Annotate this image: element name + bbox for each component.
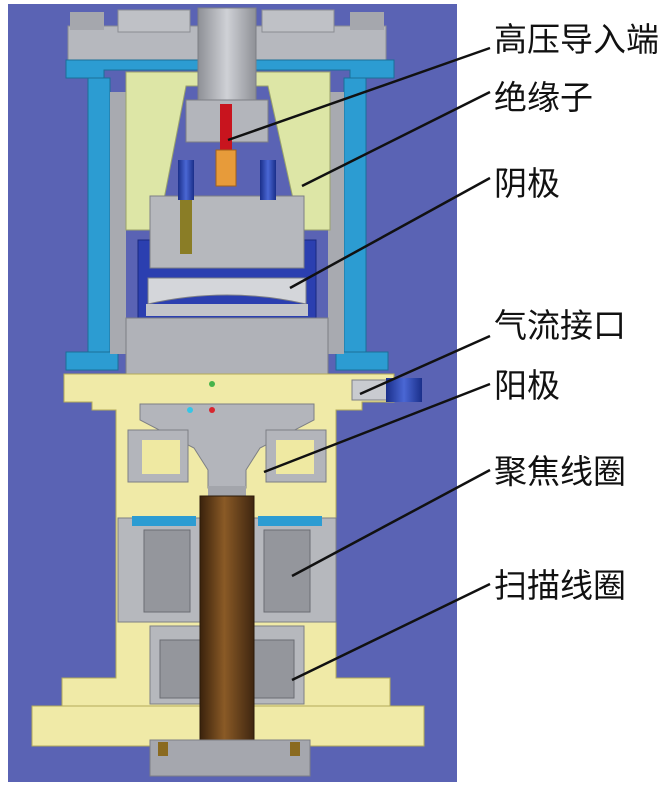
- bottom-cap: [149, 739, 311, 777]
- top-flange-right-block: [261, 9, 335, 33]
- focus-coil-left-top: [132, 516, 196, 526]
- hv-stem: [197, 7, 257, 113]
- focus-coil-left-winding: [143, 529, 191, 613]
- cathode-body: [149, 195, 305, 269]
- leader-line-hv: [227, 46, 491, 142]
- blue-housing-left-wall: [87, 77, 111, 361]
- right-connector: [260, 160, 276, 200]
- blue-housing-right-wall: [343, 77, 367, 361]
- anode-right-block-hole: [276, 440, 314, 474]
- label-scan-coil: 扫描线圈: [494, 566, 626, 605]
- bottom-cap-left-bolt: [158, 742, 168, 756]
- marker-green: [209, 381, 215, 387]
- inner-liner-right: [328, 92, 344, 354]
- label-anode: 阳极: [494, 366, 560, 405]
- top-flange-left-tab: [70, 12, 104, 30]
- leader-lines: [227, 46, 491, 682]
- anode-left-block-hole: [142, 440, 180, 474]
- lower-cathode-chamber: [125, 317, 329, 381]
- leader-line-anode: [263, 382, 491, 474]
- label-focus-coil: 聚焦线圈: [494, 452, 626, 491]
- label-hv-feedthrough: 高压导入端: [494, 20, 659, 59]
- leader-line-cathode: [289, 176, 491, 290]
- scan-coil-right-winding: [253, 639, 295, 699]
- left-connector: [178, 160, 194, 200]
- gas-port-tube: [386, 378, 422, 402]
- blue-housing-right-base: [335, 351, 389, 371]
- marker-cyan: [187, 407, 193, 413]
- cathode-emitter: [147, 277, 307, 305]
- label-insulator: 绝缘子: [494, 78, 593, 117]
- label-gas-port: 气流接口: [494, 306, 626, 345]
- focus-coil-right-top: [258, 516, 322, 526]
- leader-line-gas-port: [359, 334, 491, 396]
- marker-red: [209, 407, 215, 413]
- inner-liner-left: [110, 92, 126, 354]
- bottom-cap-right-bolt: [290, 742, 300, 756]
- green-insulator: [125, 71, 331, 231]
- leader-line-insulator: [301, 90, 491, 188]
- top-flange-right-tab: [350, 12, 384, 30]
- top-flange-left-block: [117, 9, 191, 33]
- leader-line-focus-coil: [291, 468, 491, 578]
- scan-coil-left-winding: [159, 639, 201, 699]
- leader-line-scan-coil: [291, 582, 491, 682]
- cathode-base: [146, 304, 308, 316]
- hv-lead-tip: [215, 149, 237, 187]
- beam-tube: [199, 495, 255, 753]
- label-cathode: 阴极: [494, 164, 560, 203]
- left-connector-rod: [180, 200, 192, 254]
- blue-housing-left-base: [65, 351, 119, 371]
